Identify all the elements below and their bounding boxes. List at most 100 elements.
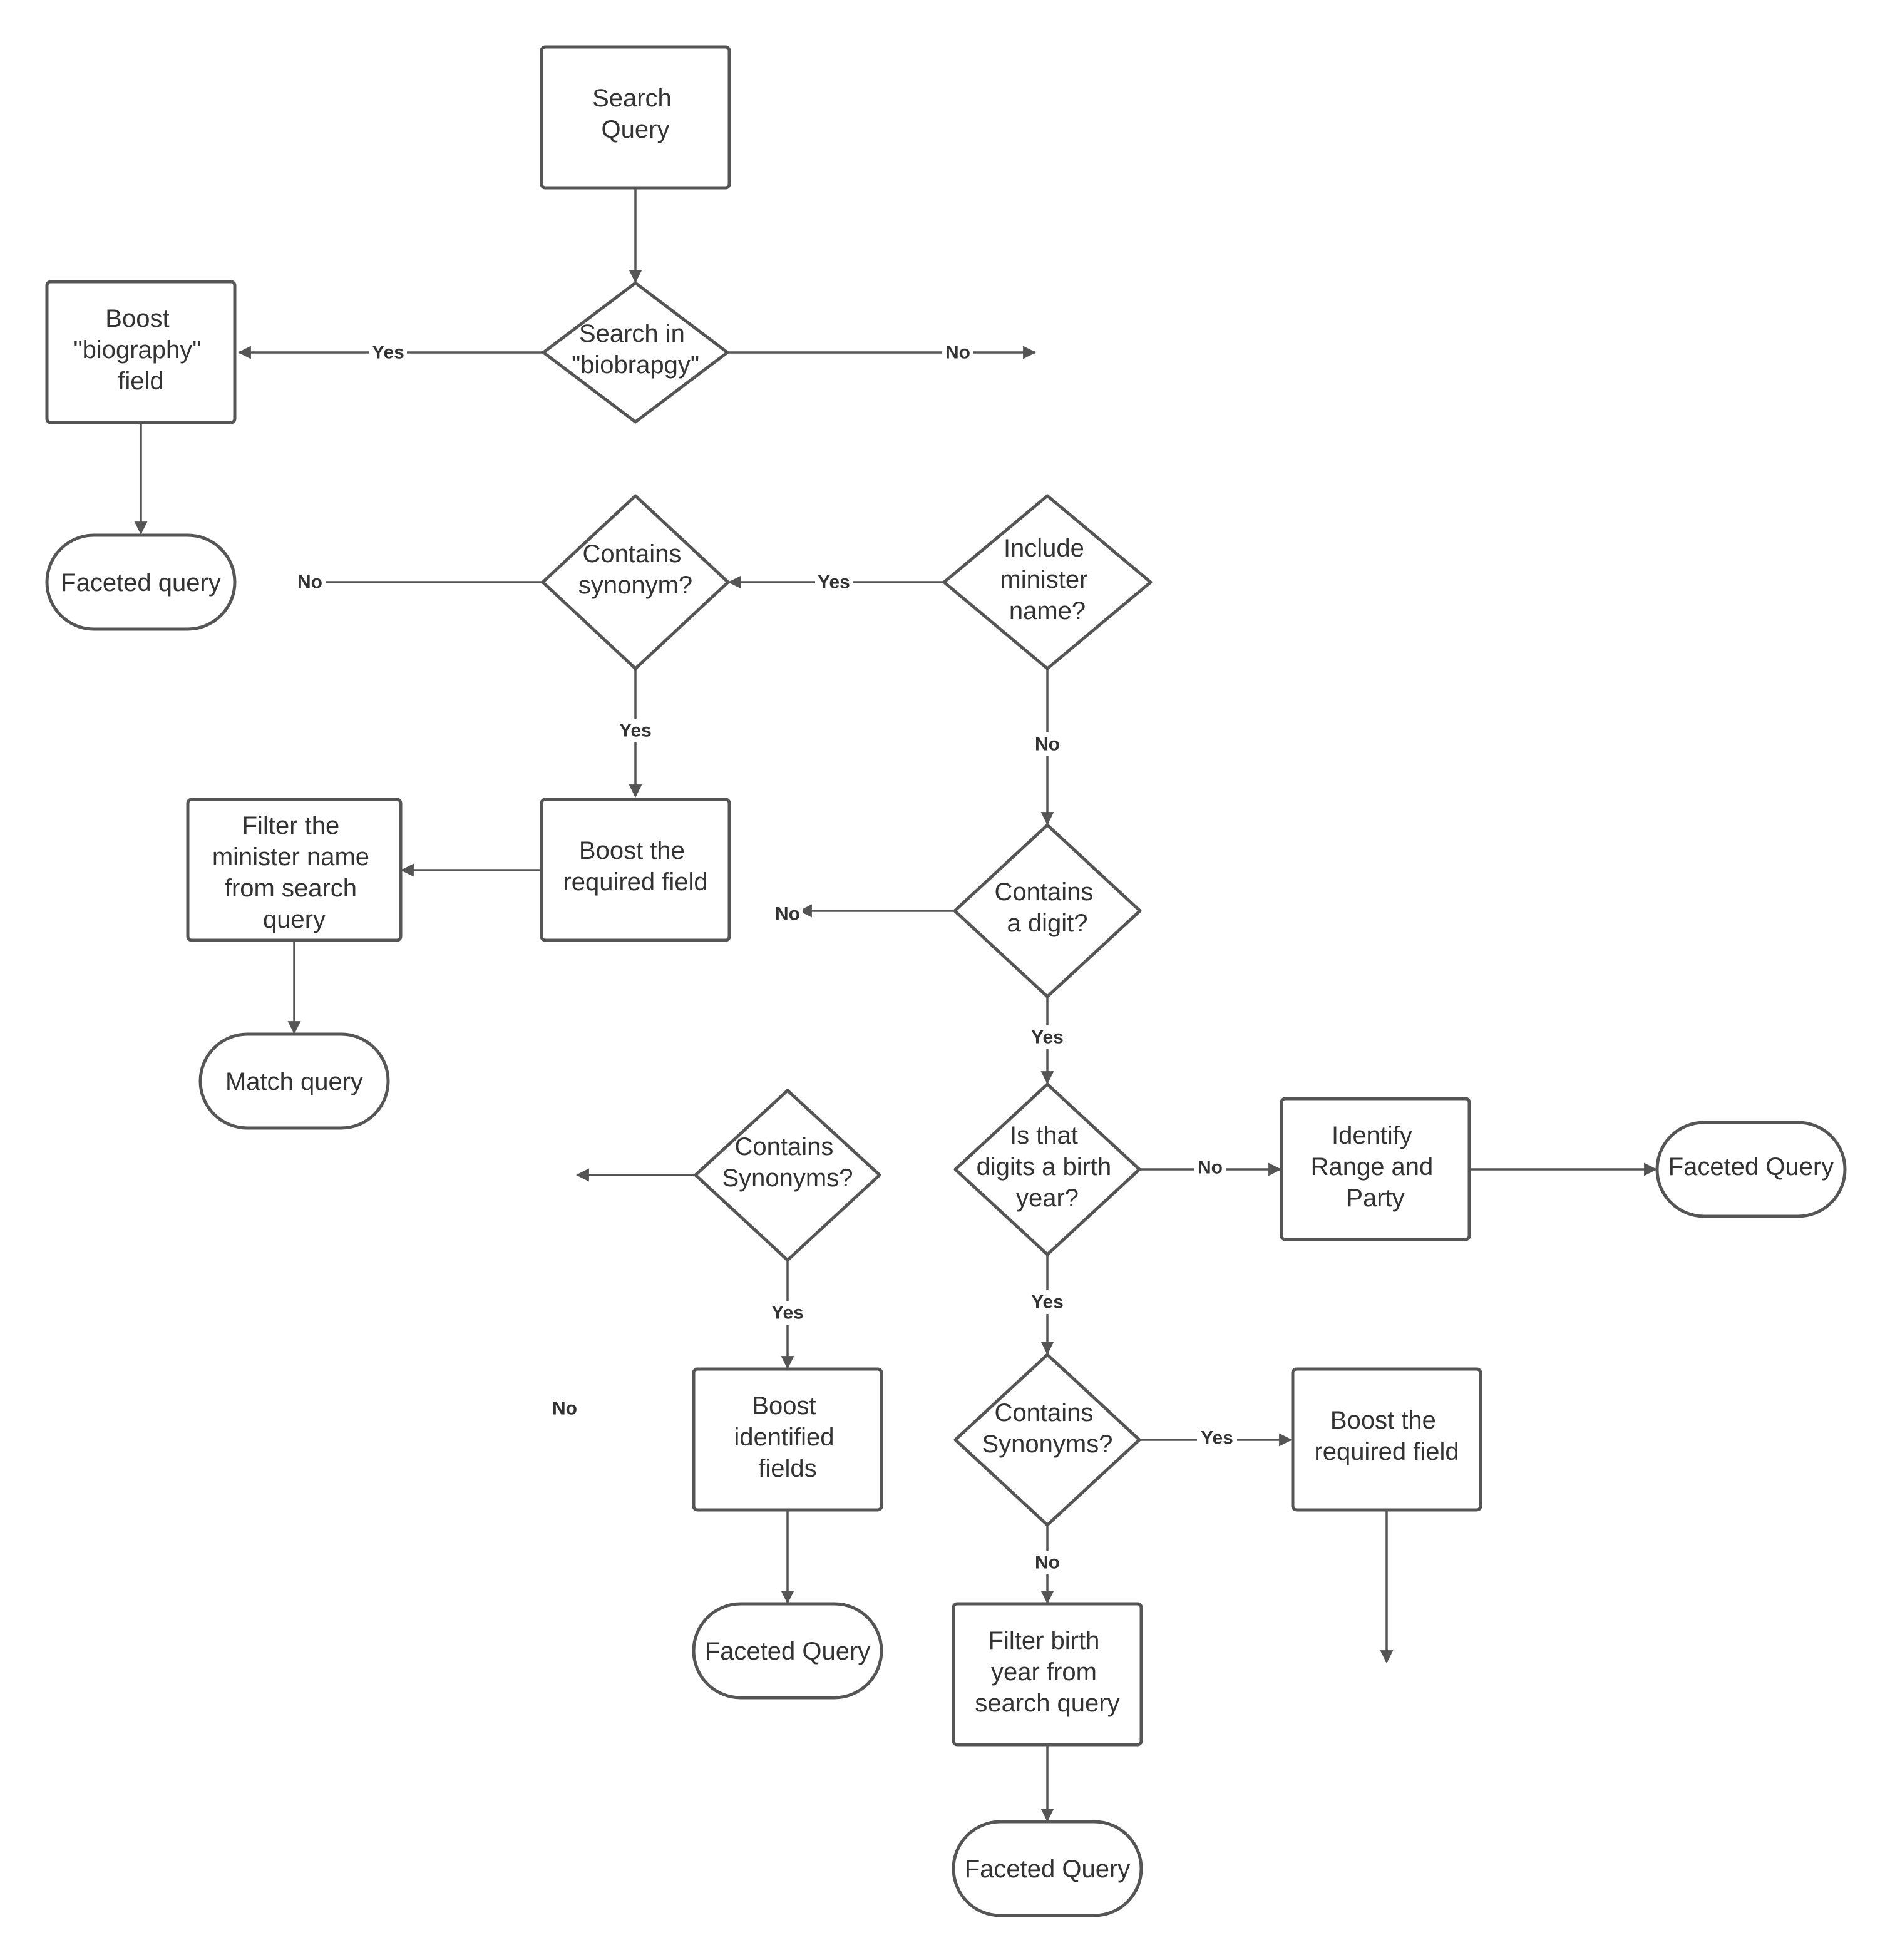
svg-text:Faceted Query: Faceted Query — [1668, 1153, 1834, 1181]
node-search-query-line-2: Query — [602, 116, 670, 143]
node-contains-synonyms-left-decision: Contains Synonyms? — [694, 1089, 881, 1262]
node-contains-synonyms-right-line-2: Synonyms? — [982, 1430, 1113, 1458]
node-include-minister-line-3: name? — [1009, 597, 1086, 625]
node-boost-required-field-1: Boost the required field — [540, 798, 731, 942]
node-identify-range-line-3: Party — [1346, 1184, 1404, 1212]
edge-label-biography-yes: Yes — [372, 342, 404, 363]
node-filter-minister-line-2: minister name — [212, 843, 369, 871]
node-boost-biography-line-2: "biography" — [73, 336, 201, 364]
node-is-birth-year-decision: Is that digits a birth year? — [953, 1082, 1141, 1256]
svg-text:Contains Synonyms?: Contains Synonyms? — [982, 1399, 1113, 1458]
node-faceted-query-1: Faceted query — [45, 533, 237, 631]
node-boost-identified-line-3: fields — [758, 1455, 816, 1482]
node-filter-minister-line-1: Filter the — [242, 812, 340, 839]
edge-label-synonym-no: No — [297, 572, 322, 593]
node-contains-synonym-line-2: synonym? — [578, 572, 692, 599]
svg-text:Contains Synonyms?: Contains Synonyms? — [722, 1133, 853, 1192]
edge-label-biography-no: No — [945, 342, 970, 363]
node-contains-synonyms-left-line-2: Synonyms? — [722, 1164, 853, 1192]
edge-label-birth-year-no: No — [1198, 1157, 1223, 1178]
node-contains-digit-line-2: a digit? — [1007, 910, 1088, 937]
svg-text:Filter birth year from: Filter birth year from search query — [975, 1627, 1119, 1717]
node-filter-birth-year: Filter birth year from search query — [952, 1602, 1143, 1747]
svg-text:Contains a digit?: Contains a digit? — [995, 878, 1101, 937]
node-match-query-line-1: Match query — [225, 1068, 363, 1095]
node-boost-required-1-line-1: Boost the — [579, 837, 685, 865]
node-faceted-query-4: Faceted Query — [952, 1820, 1143, 1917]
node-boost-required-field-2: Boost the required field — [1291, 1367, 1482, 1512]
node-is-birth-year-line-3: year? — [1016, 1184, 1079, 1212]
node-boost-biography-field: Boost "biography" field — [45, 280, 237, 424]
node-boost-required-2-line-2: required field — [1314, 1438, 1459, 1465]
node-faceted-query-2-line-1: Faceted Query — [705, 1638, 871, 1665]
node-include-minister-line-1: Include — [1004, 535, 1084, 562]
node-search-in-biography-decision: Search in "biobrapgy" — [542, 281, 729, 424]
svg-text:Is that digits a birth: Is that digits a birth year? — [977, 1122, 1119, 1212]
node-faceted-query-1-line-1: Faceted query — [61, 569, 221, 597]
node-filter-birth-line-2: year from — [991, 1658, 1097, 1686]
node-contains-digit-line-1: Contains — [995, 878, 1094, 906]
svg-text:Contains synonym?: Contains synonym? — [578, 540, 692, 599]
svg-text:Boost the required fie: Boost the required field — [1314, 1407, 1459, 1465]
node-identify-range-line-1: Identify — [1332, 1122, 1412, 1149]
svg-text:Faceted query: Faceted query — [61, 569, 221, 597]
node-contains-synonym-decision: Contains synonym? — [541, 494, 730, 670]
node-filter-minister-line-4: query — [263, 906, 326, 933]
edge-label-minister-yes: Yes — [818, 572, 850, 593]
node-search-query: Search Query — [540, 45, 731, 190]
node-search-in-biography-line-2: "biobrapgy" — [572, 351, 699, 379]
node-boost-required-2-line-1: Boost the — [1330, 1407, 1436, 1434]
node-is-birth-year-line-2: digits a birth — [977, 1153, 1112, 1181]
node-filter-minister-name: Filter the minister name from search que… — [186, 798, 403, 942]
node-identify-range-party: Identify Range and Party — [1280, 1097, 1471, 1241]
node-is-birth-year-line-1: Is that — [1010, 1122, 1078, 1149]
edge-label-synonyms-right-yes: Yes — [1201, 1428, 1233, 1449]
edge-label-digit-no: No — [775, 904, 800, 925]
node-filter-birth-line-1: Filter birth — [989, 1627, 1100, 1655]
node-filter-minister-line-3: from search — [225, 875, 357, 902]
node-search-query-line-1: Search — [592, 85, 672, 112]
edge-label-synonyms-left-no: No — [552, 1398, 577, 1419]
svg-text:Match query: Match query — [225, 1068, 363, 1095]
svg-text:Include minister: Include minister name? — [1000, 535, 1094, 625]
node-faceted-query-2: Faceted Query — [692, 1602, 883, 1700]
svg-text:Search in "biobrapgy": Search in "biobrapgy" — [572, 320, 699, 379]
svg-text:Faceted Query: Faceted Query — [705, 1638, 871, 1665]
node-boost-required-1-line-2: required field — [563, 868, 707, 896]
edge-label-digit-yes: Yes — [1031, 1027, 1064, 1048]
svg-text:Filter the minister na: Filter the minister name from search que… — [212, 812, 376, 933]
svg-text:Boost the required fie: Boost the required field — [563, 837, 707, 896]
node-match-query: Match query — [198, 1032, 390, 1130]
node-contains-synonym-line-1: Contains — [583, 540, 682, 568]
svg-text:Boost identified: Boost identified fields — [734, 1392, 841, 1482]
node-boost-biography-line-3: field — [118, 367, 163, 395]
svg-text:Boost "biography": Boost "biography" field — [73, 305, 208, 395]
svg-text:Identify Range and: Identify Range and Party — [1311, 1122, 1441, 1212]
svg-text:Faceted Query: Faceted Query — [965, 1855, 1131, 1883]
node-filter-birth-line-3: search query — [975, 1690, 1119, 1717]
node-contains-synonyms-left-line-1: Contains — [735, 1133, 834, 1161]
node-contains-digit-decision: Contains a digit? — [953, 823, 1142, 998]
node-contains-synonyms-right-line-1: Contains — [995, 1399, 1094, 1427]
edges — [134, 189, 1658, 1822]
edge-label-synonyms-left-yes: Yes — [771, 1303, 804, 1323]
node-contains-synonyms-right-decision: Contains Synonyms? — [953, 1353, 1141, 1527]
node-include-minister-line-2: minister — [1000, 566, 1087, 593]
edge-label-synonym-yes: Yes — [619, 721, 652, 741]
node-search-in-biography-line-1: Search in — [579, 320, 685, 347]
edge-label-minister-no: No — [1035, 734, 1060, 755]
edge-label-birth-year-yes: Yes — [1031, 1292, 1064, 1313]
node-boost-biography-line-1: Boost — [105, 305, 169, 332]
node-faceted-query-4-line-1: Faceted Query — [965, 1855, 1131, 1883]
node-faceted-query-3: Faceted Query — [1655, 1121, 1847, 1218]
edge-labels: Yes No Yes No Yes No No Yes Yes No No Ye… — [294, 341, 1237, 1574]
edge-label-synonyms-right-no: No — [1035, 1552, 1060, 1573]
node-identify-range-line-2: Range and — [1311, 1153, 1434, 1181]
node-boost-identified-line-2: identified — [734, 1424, 834, 1451]
node-boost-identified-fields: Boost identified fields — [692, 1367, 883, 1512]
node-boost-identified-line-1: Boost — [752, 1392, 816, 1420]
node-faceted-query-3-line-1: Faceted Query — [1668, 1153, 1834, 1181]
nodes: Search Query Search in "biobrapgy" Boost… — [45, 45, 1847, 1917]
node-include-minister-decision: Include minister name? — [942, 494, 1153, 670]
